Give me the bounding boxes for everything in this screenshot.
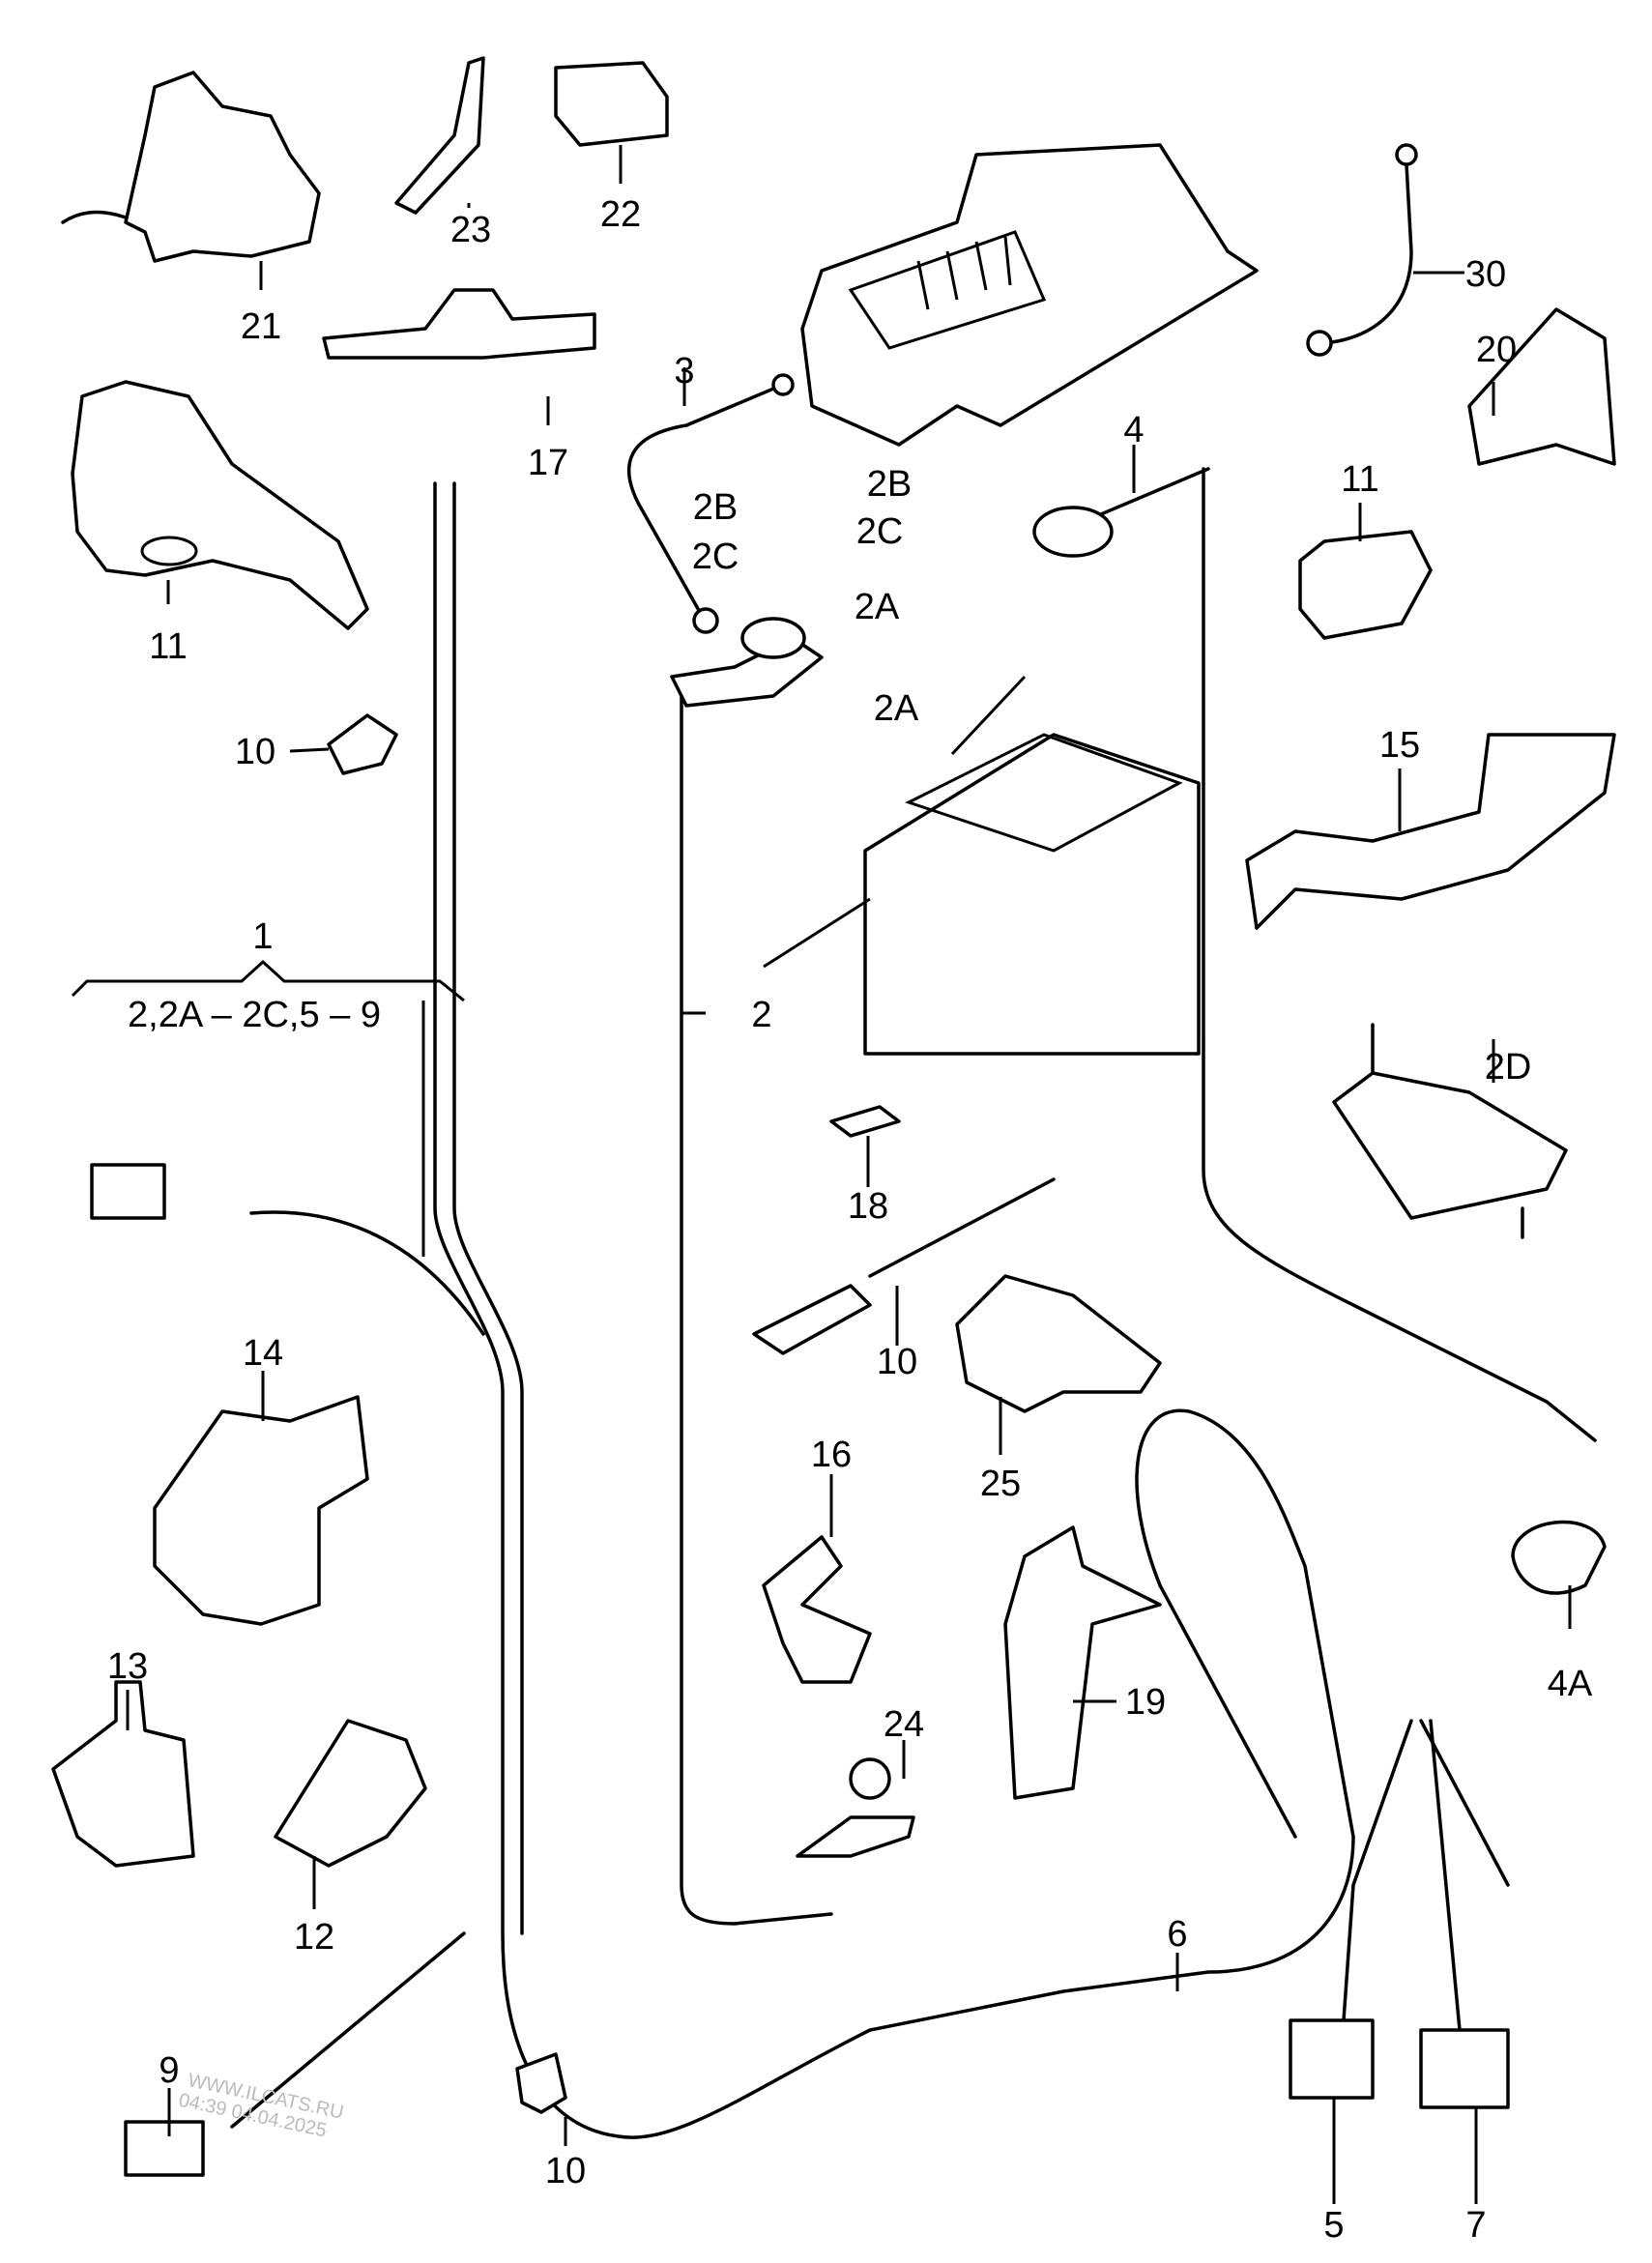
callout-23: 23	[450, 210, 491, 250]
callout-3: 3	[674, 351, 694, 392]
callout-1-contents: 2,2A – 2C,5 – 9	[128, 995, 381, 1035]
part-10-clip-left	[327, 713, 398, 775]
callout-2D: 2D	[1485, 1047, 1532, 1088]
callout-22: 22	[600, 194, 641, 235]
callout-2A-upper: 2A	[855, 587, 900, 627]
part-4A-ring	[1511, 1520, 1607, 1595]
callout-21: 21	[241, 306, 281, 347]
part-25-cover	[955, 1274, 1162, 1413]
connector-left	[90, 1163, 166, 1220]
part-24-stud	[796, 1815, 915, 1858]
part-14-bracket	[153, 1395, 369, 1626]
part-11-cover	[71, 380, 369, 630]
callout-4A: 4A	[1548, 1664, 1593, 1704]
callout-15: 15	[1379, 725, 1420, 766]
callout-10-middle: 10	[877, 1342, 917, 1382]
callout-2C-left: 2C	[692, 537, 739, 577]
callout-20: 20	[1476, 330, 1517, 370]
callout-1: 1	[252, 916, 273, 957]
part-13-bracket	[51, 1680, 195, 1868]
callout-11-left: 11	[149, 626, 187, 667]
part-20-bracket	[1467, 307, 1616, 466]
part-4-cable	[1081, 467, 1210, 1046]
part-23-clip	[394, 56, 485, 215]
callout-10-lower: 10	[545, 2151, 586, 2191]
part-16-clip	[762, 1535, 872, 1684]
callout-2A-lower: 2A	[874, 688, 919, 729]
callout-2B-left: 2B	[693, 487, 738, 528]
part-2D-cover	[1332, 1071, 1568, 1220]
part-11-clip-right	[1298, 530, 1433, 640]
callout-2B-right: 2B	[867, 464, 912, 505]
part-2-cable	[680, 680, 833, 1926]
callout-14: 14	[243, 1333, 283, 1374]
part-3-cable	[626, 385, 780, 616]
callout-2C-right: 2C	[856, 511, 904, 552]
callout-9: 9	[159, 2050, 179, 2091]
part-drawings	[51, 56, 1616, 2177]
callout-10-upper: 10	[235, 732, 275, 772]
part-12-bracket	[274, 1719, 427, 1868]
callout-19: 19	[1125, 1682, 1166, 1723]
part-21-bracket	[124, 71, 321, 263]
part-22-bracket	[554, 61, 669, 147]
callout-11-right: 11	[1341, 459, 1378, 500]
part-10-grommet	[752, 1284, 872, 1355]
battery-control-unit	[800, 143, 1259, 447]
part-7-connector	[1419, 2028, 1510, 2109]
part-30-ground-strap	[1322, 162, 1413, 345]
callout-12: 12	[294, 1917, 334, 1958]
callout-30: 30	[1465, 254, 1506, 295]
part-9-connector	[124, 2120, 205, 2177]
callout-5: 5	[1323, 2205, 1344, 2246]
leader-lines	[71, 145, 1572, 2204]
part-17-bracket	[322, 288, 596, 360]
callout-4: 4	[1123, 410, 1144, 450]
callout-24: 24	[884, 1704, 924, 1745]
callout-25: 25	[980, 1464, 1021, 1504]
part-18-clip	[829, 1105, 901, 1138]
part-19-bracket	[1003, 1525, 1162, 1800]
callout-labels: 21 23 22 30 20 17 3 4 11 2B 2C 2B 2C 2A …	[107, 194, 1593, 2246]
battery	[863, 733, 1201, 1056]
callout-7: 7	[1465, 2205, 1486, 2246]
part-10-clip-bottom	[515, 2052, 567, 2114]
part-5-connector	[1289, 2018, 1375, 2100]
callout-6: 6	[1167, 1914, 1187, 1955]
part-15-bracket	[1245, 733, 1616, 930]
callout-13: 13	[107, 1646, 148, 1687]
callout-17: 17	[528, 443, 568, 483]
callout-2: 2	[751, 995, 771, 1035]
part-1-main-harness	[433, 481, 1355, 2139]
callout-18: 18	[848, 1186, 888, 1227]
callout-16: 16	[811, 1435, 852, 1475]
